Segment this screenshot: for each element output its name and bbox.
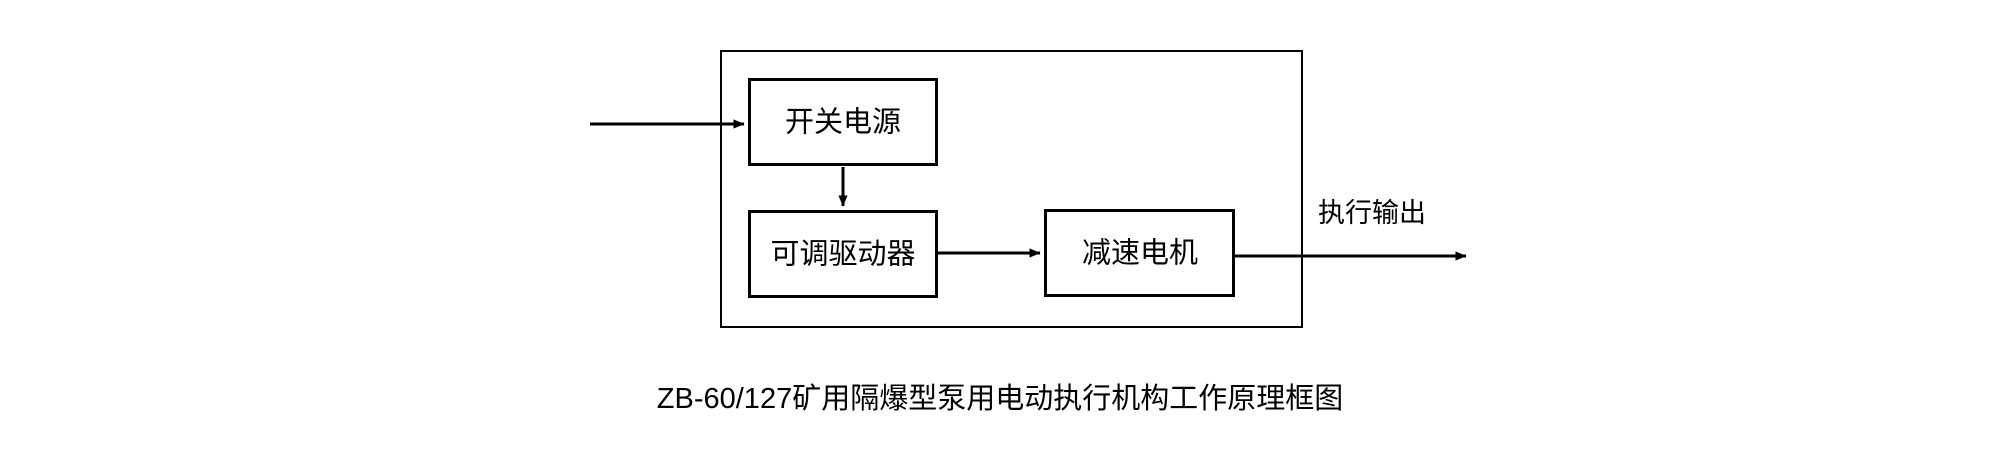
block-switching-power-supply-rect bbox=[748, 78, 938, 166]
block-switching-power-supply[interactable]: 开关电源 bbox=[748, 78, 938, 166]
block-adjustable-driver-rect bbox=[748, 210, 938, 298]
block-gear-motor-rect bbox=[1044, 209, 1235, 297]
block-gear-motor-label: 减速电机 bbox=[1082, 237, 1198, 270]
diagram-caption: ZB-60/127矿用隔爆型泵用电动执行机构工作原理框图 bbox=[657, 382, 1343, 415]
block-switching-power-supply-label: 开关电源 bbox=[785, 106, 901, 139]
execution-output-label: 执行输出 bbox=[1318, 198, 1426, 228]
block-adjustable-driver[interactable]: 可调驱动器 bbox=[748, 210, 938, 298]
block-adjustable-driver-label: 可调驱动器 bbox=[770, 239, 915, 271]
block-gear-motor[interactable]: 减速电机 bbox=[1044, 209, 1235, 297]
